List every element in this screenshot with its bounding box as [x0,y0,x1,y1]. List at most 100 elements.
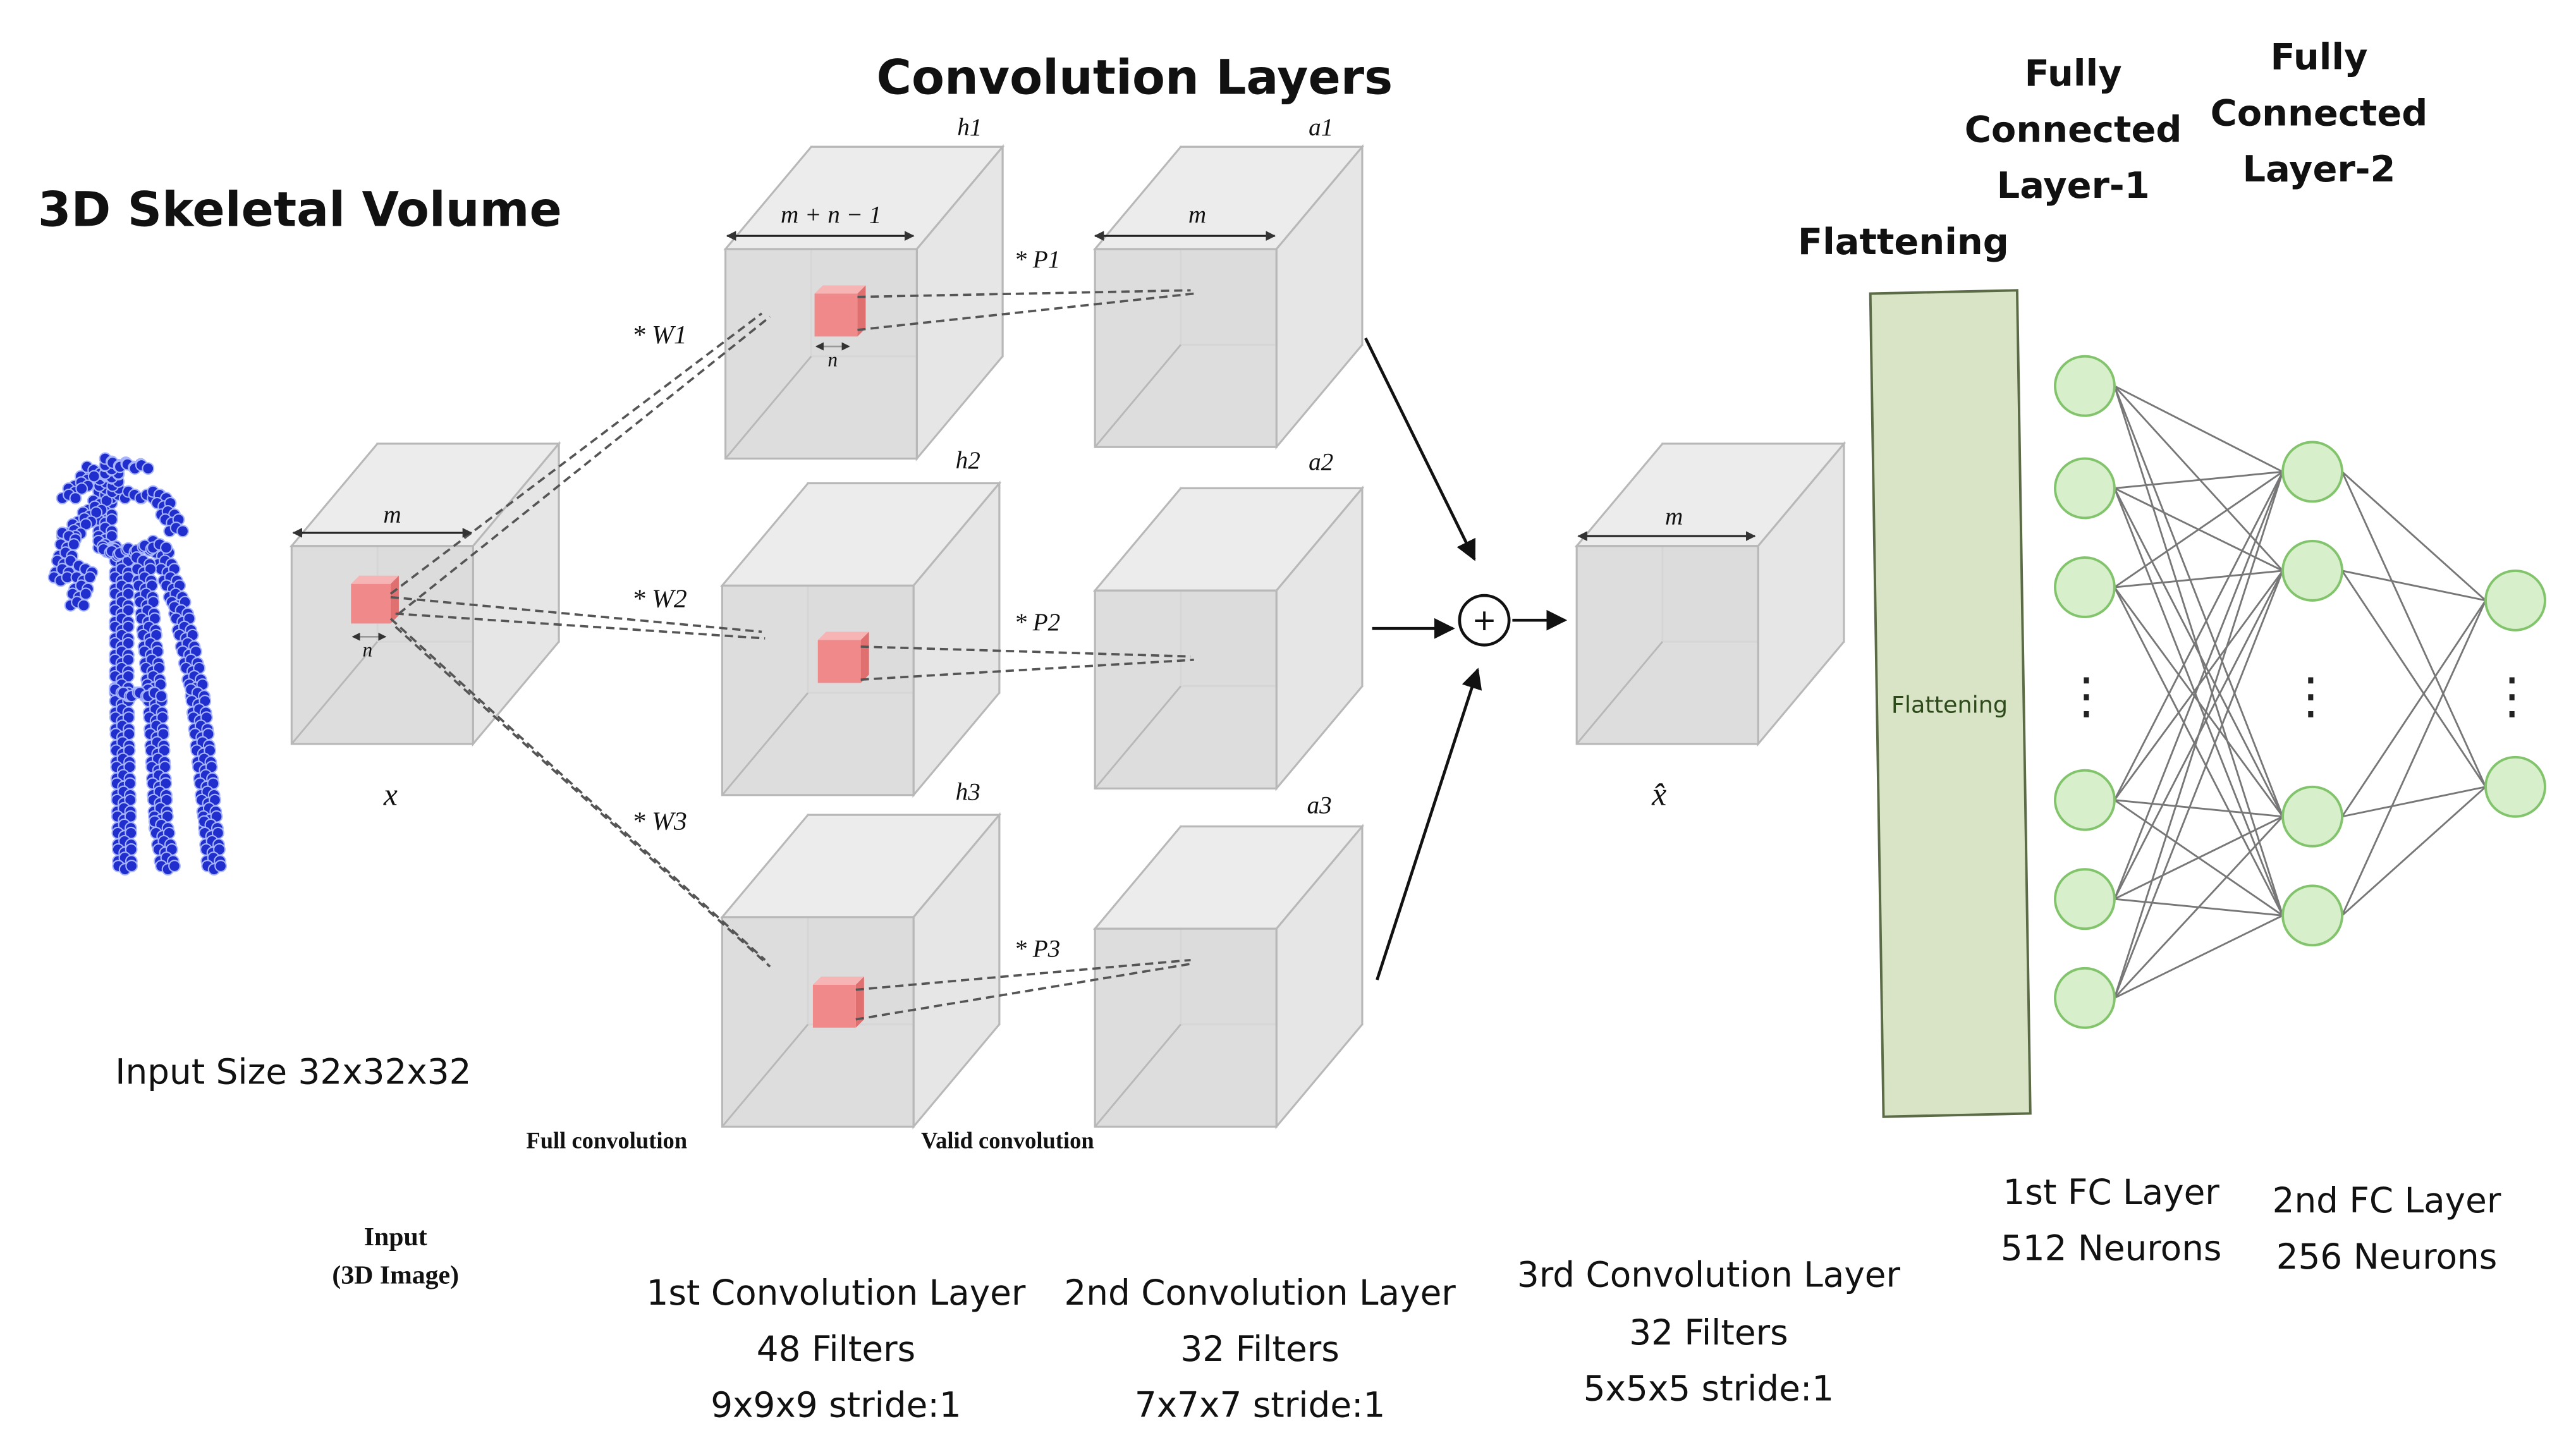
fc2-title-line: Connected [2211,92,2428,134]
kernel-cube [817,631,869,683]
fc-edge [2113,487,2284,817]
cube-front-face [1094,927,1278,1128]
full-convolution-label: Full convolution [526,1127,687,1153]
fc-edge [2114,470,2283,489]
a1-dim-label: m [1188,201,1206,228]
kernel-top [351,575,399,584]
fc1-caption-line: 512 Neurons [2001,1228,2222,1269]
fc-edge [2113,386,2284,817]
skeleton-point [79,518,92,531]
conv2-caption: 2nd Convolution Layer 32 Filters 7x7x7 s… [1064,1272,1456,1425]
conv2-caption-line: 2nd Convolution Layer [1064,1272,1456,1313]
output-dim-label: m [1665,503,1683,530]
skeleton-point [100,494,113,508]
convolution-connector [390,595,762,633]
skeleton-point [69,492,82,505]
fc-edge [2341,471,2487,601]
p3-label: * P3 [1014,936,1060,963]
a1-to-sum-arrow [1364,337,1476,561]
neuron [2281,785,2343,848]
conv3-caption-line: 32 Filters [1629,1312,1788,1353]
w1-label: * W1 [632,320,687,350]
input-kernel-label: n [363,639,373,661]
output-ellipsis: ⋮ [2487,667,2537,724]
fc1-title-line: Layer-1 [1997,164,2150,207]
h2-label: h2 [956,447,980,474]
fc2-caption-line: 256 Neurons [2276,1236,2498,1277]
kernel-front [814,293,858,337]
input-size-caption: Input Size 32x32x32 [115,1052,471,1092]
output-cube-label: x̂ [1651,776,1666,812]
h3-label: h3 [956,779,980,806]
h1-label: h1 [957,114,982,141]
neuron [2281,441,2343,503]
skeleton-point [160,541,173,554]
cube-hidden-edge [1094,685,1181,790]
fc-layer-2-title: Fully Connected Layer-2 [2211,36,2428,190]
h1-kernel-label: n [827,348,838,370]
kernel-front [351,583,391,624]
fc2-title-line: Fully [2270,36,2367,78]
kernel-side [857,285,866,337]
skeleton-point [79,587,92,601]
neuron [2054,355,2116,417]
conv2-caption-line: 32 Filters [1180,1329,1339,1369]
input-label: Input [364,1222,427,1252]
conv1-caption-line: 9x9x9 stride:1 [711,1385,961,1425]
fc-edge [2341,471,2487,788]
output-neurons [2484,569,2546,818]
convolution-connector [857,292,1194,331]
cube-hidden-edge [721,1023,809,1128]
fc-edge [2114,471,2283,588]
fc-edge [2341,600,2487,916]
fc1-caption-line: 1st FC Layer [2003,1172,2220,1212]
convolution-layers-title: Convolution Layers [876,50,1393,106]
h2-cube [720,480,1002,798]
fc2-title-line: Layer-2 [2242,148,2395,190]
neuron [2484,569,2546,631]
fc-edge [2113,815,2284,999]
fc-edge [2341,786,2487,917]
fc-edge [2113,471,2284,999]
p1-label: * P1 [1014,246,1060,273]
fc2-neurons [2281,441,2343,947]
skeleton-point [176,525,189,538]
fc-edge [2114,799,2283,818]
fc-edge [2341,600,2487,817]
convolution-connector [389,618,766,961]
fc-edge [2114,570,2283,588]
cube-hidden-edge [1094,1023,1181,1128]
fc1-caption: 1st FC Layer 512 Neurons [2001,1172,2222,1269]
input-cube-label: x [383,777,398,812]
flattening-block-label: Flattening [1891,691,2008,718]
input-dim-label: m [383,501,401,528]
cube-front-face [721,584,915,796]
conv2-caption-line: 7x7x7 stride:1 [1135,1385,1385,1425]
fc-edge [2341,570,2487,788]
kernel-side [860,631,869,683]
h1-cube [723,143,1005,461]
skeleton-point [90,506,103,519]
neuron [2054,769,2116,831]
fc-edge [2113,570,2284,999]
neuron [2054,556,2116,618]
w3-label: * W3 [632,807,687,836]
fc1-title-line: Connected [1965,108,2182,150]
fc2-caption: 2nd FC Layer 256 Neurons [2273,1180,2501,1277]
convolution-connector [857,289,1191,298]
cube-hidden-edge [1576,641,1663,745]
skeleton-point [214,860,228,872]
fc1-ellipsis: ⋮ [2061,667,2111,724]
neuron [2054,966,2116,1029]
fc-edge [2114,915,2283,999]
skeletal-volume-title: 3D Skeletal Volume [38,182,562,238]
skeleton-point [83,571,97,584]
convolution-connector [389,312,763,595]
cube-front-face [1094,248,1278,448]
skeleton-image [47,452,228,876]
fc1-neurons [2054,355,2116,1029]
valid-convolution-label: Valid convolution [921,1127,1094,1153]
conv1-caption-line: 48 Filters [757,1329,915,1369]
fc-edge [2114,815,2283,900]
kernel-cube [814,285,866,337]
